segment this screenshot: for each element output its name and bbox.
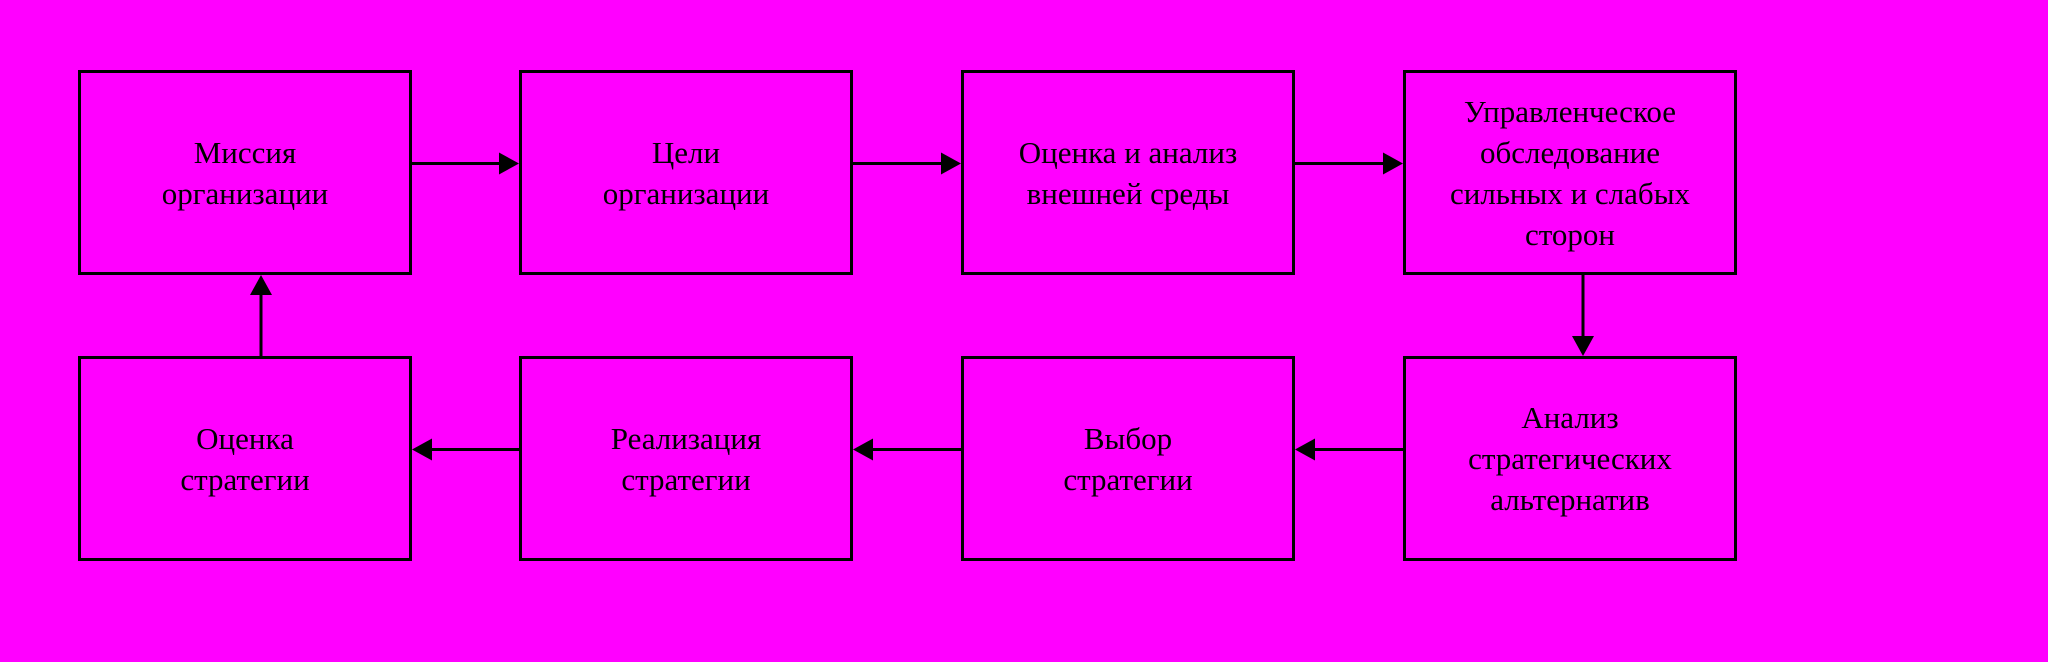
node-label: Оценка и анализ внешней среды bbox=[1018, 134, 1238, 211]
node-label: Выбор стратегии bbox=[1063, 420, 1193, 497]
node-survey: Управленческое обследование сильных и сл… bbox=[1403, 70, 1737, 275]
node-evaluation: Оценка стратегии bbox=[78, 356, 412, 561]
arrowhead-environment-to-survey bbox=[1383, 152, 1403, 175]
node-label: Реализация стратегии bbox=[610, 420, 762, 497]
arrowhead-survey-to-alternatives bbox=[1572, 336, 1594, 356]
arrowhead-evaluation-to-mission bbox=[250, 275, 272, 295]
arrowhead-mission-to-goals bbox=[499, 152, 519, 175]
arrowhead-choice-to-implementation bbox=[853, 438, 873, 461]
arrowhead-goals-to-environment bbox=[941, 152, 961, 175]
node-environment: Оценка и анализ внешней среды bbox=[961, 70, 1295, 275]
node-label: Анализ стратегических альтернатив bbox=[1468, 400, 1672, 517]
node-label: Цели организации bbox=[602, 134, 770, 211]
node-label: Управленческое обследование сильных и сл… bbox=[1449, 93, 1691, 252]
node-implementation: Реализация стратегии bbox=[519, 356, 853, 561]
node-alternatives: Анализ стратегических альтернатив bbox=[1403, 356, 1737, 561]
node-mission: Миссия организации bbox=[78, 70, 412, 275]
arrowhead-alternatives-to-choice bbox=[1295, 438, 1315, 461]
node-label: Оценка стратегии bbox=[180, 420, 310, 497]
node-label: Миссия организации bbox=[161, 134, 329, 211]
arrowhead-implementation-to-evaluation bbox=[412, 438, 432, 461]
node-choice: Выбор стратегии bbox=[961, 356, 1295, 561]
node-goals: Цели организации bbox=[519, 70, 853, 275]
edge-group bbox=[250, 152, 1594, 461]
